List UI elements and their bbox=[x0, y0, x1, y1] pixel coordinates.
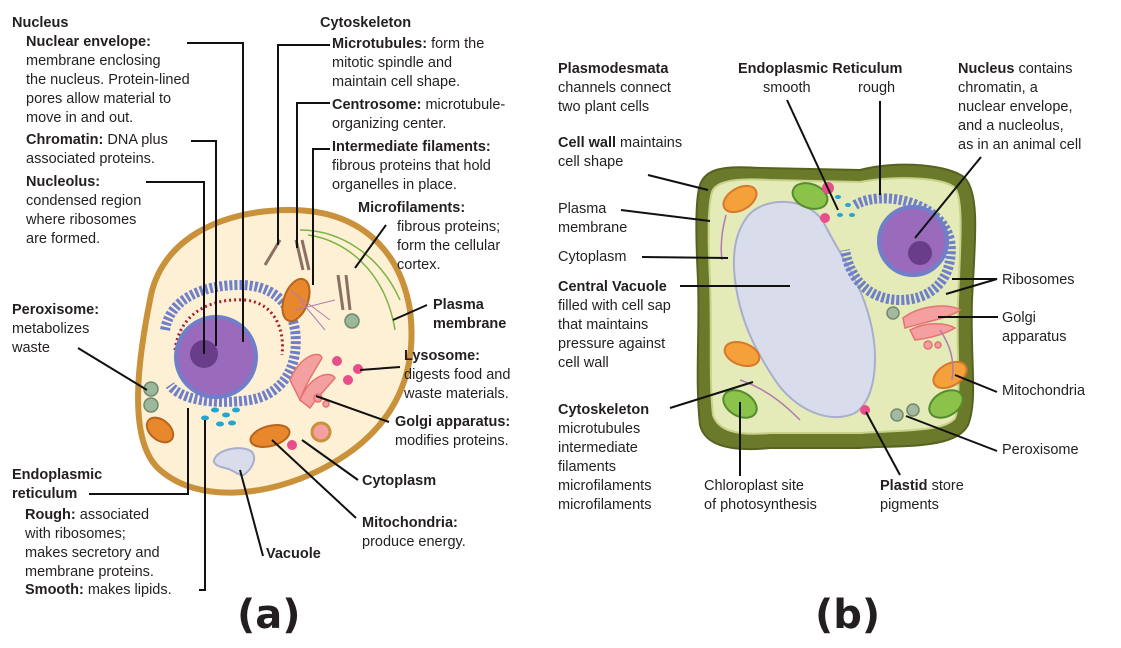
animal-golgi bbox=[289, 353, 336, 410]
label-smooth-er: Smooth: makes lipids. bbox=[25, 582, 172, 598]
label-cell-wall: Cell wall maintains cell shape bbox=[558, 135, 683, 170]
label-peroxisome: Peroxisome:metabolizes waste bbox=[12, 302, 100, 356]
plant-peroxisome bbox=[886, 306, 900, 320]
label-cytoplasm: Cytoplasm bbox=[362, 473, 437, 489]
label-microfilaments: Microfilaments: bbox=[358, 200, 466, 216]
label-microtubules: Microtubules: form the mitotic spindle a… bbox=[332, 36, 485, 90]
animal-vesicle bbox=[310, 421, 332, 443]
label-endoplasmic-reticulum: Endoplasmic reticulum bbox=[12, 467, 103, 502]
plant-chloroplast bbox=[791, 182, 829, 210]
plant-golgi bbox=[902, 305, 962, 350]
label-chromatin: Chromatin: DNA plus associated proteins. bbox=[26, 132, 168, 167]
animal-lysosomes bbox=[287, 356, 363, 450]
plant-mitochondrion bbox=[932, 360, 968, 390]
label-ribosomes: Ribosomes bbox=[1002, 272, 1075, 288]
label-plant-cytoplasm: Cytoplasm bbox=[558, 249, 627, 265]
animal-mitochondrion bbox=[145, 416, 175, 444]
panel-label-a: (a) bbox=[237, 592, 301, 638]
label-rough-er: Rough: associated with ribosomes; makes … bbox=[25, 507, 160, 580]
label-vacuole: Vacuole bbox=[266, 546, 321, 562]
plant-nucleolus bbox=[908, 241, 932, 265]
label-plant-er-heading: Endoplasmic Reticulum bbox=[738, 61, 903, 77]
animal-peroxisomes bbox=[143, 313, 360, 413]
label-chloroplast: Chloroplast site of photosynthesis bbox=[704, 478, 817, 513]
plant-chloroplast bbox=[928, 389, 964, 419]
label-golgi: Golgi apparatus:modifies proteins. bbox=[395, 414, 511, 449]
plant-plastid bbox=[860, 405, 870, 415]
label-plant-smooth-er: smooth bbox=[763, 80, 811, 96]
label-nuclear-envelope: Nuclear envelope:membrane enclosing the … bbox=[26, 34, 190, 126]
animal-plasma-membrane bbox=[135, 206, 415, 496]
label-intermediate-filaments: Intermediate filaments:fibrous proteins … bbox=[332, 139, 491, 193]
plant-rough-er bbox=[840, 193, 956, 306]
plant-mitochondrion bbox=[723, 340, 761, 368]
label-plastid: Plastid store pigments bbox=[880, 478, 964, 513]
plant-peroxisome bbox=[906, 403, 920, 417]
plant-nucleus bbox=[877, 205, 949, 277]
plant-leader-lines bbox=[620, 99, 998, 476]
label-mitochondria: Mitochondria:produce energy. bbox=[362, 515, 466, 550]
label-plant-nucleus: Nucleus contains chromatin, a nuclear en… bbox=[958, 61, 1082, 153]
animal-mitochondrion bbox=[281, 277, 311, 323]
animal-mitochondrion bbox=[249, 424, 291, 448]
animal-vacuole bbox=[212, 447, 256, 477]
label-lysosome: Lysosome:digests food and waste material… bbox=[404, 348, 511, 402]
animal-smooth-er bbox=[201, 407, 240, 427]
plant-vesicle bbox=[820, 213, 830, 223]
label-microfilaments-desc: fibrous proteins; form the cellular cort… bbox=[397, 219, 501, 273]
label-plant-mitochondria: Mitochondria bbox=[1002, 383, 1086, 399]
label-plant-rough-er: rough bbox=[858, 80, 896, 96]
plant-smooth-er bbox=[835, 195, 855, 217]
plant-cell bbox=[695, 163, 977, 451]
plant-central-vacuole bbox=[732, 200, 876, 419]
label-plant-golgi: Golgi apparatus bbox=[1002, 310, 1067, 345]
animal-cell bbox=[135, 206, 415, 496]
label-plant-peroxisome: Peroxisome bbox=[1002, 442, 1079, 458]
animal-nucleus-heading: Nucleus bbox=[12, 15, 69, 31]
label-nucleolus: Nucleolus:condensed region where ribosom… bbox=[26, 174, 142, 247]
animal-cytoskeleton-heading: Cytoskeleton bbox=[320, 15, 412, 31]
plant-peroxisome bbox=[890, 408, 904, 422]
animal-leader-lines bbox=[77, 42, 428, 591]
panel-label-b: (b) bbox=[815, 592, 881, 638]
label-plant-plasma-membrane: Plasma membrane bbox=[558, 201, 628, 236]
label-plasma-membrane: Plasma membrane bbox=[433, 297, 507, 332]
plant-mitochondrion bbox=[722, 184, 758, 214]
label-centrosome: Centrosome: microtubule- organizing cent… bbox=[332, 97, 506, 132]
